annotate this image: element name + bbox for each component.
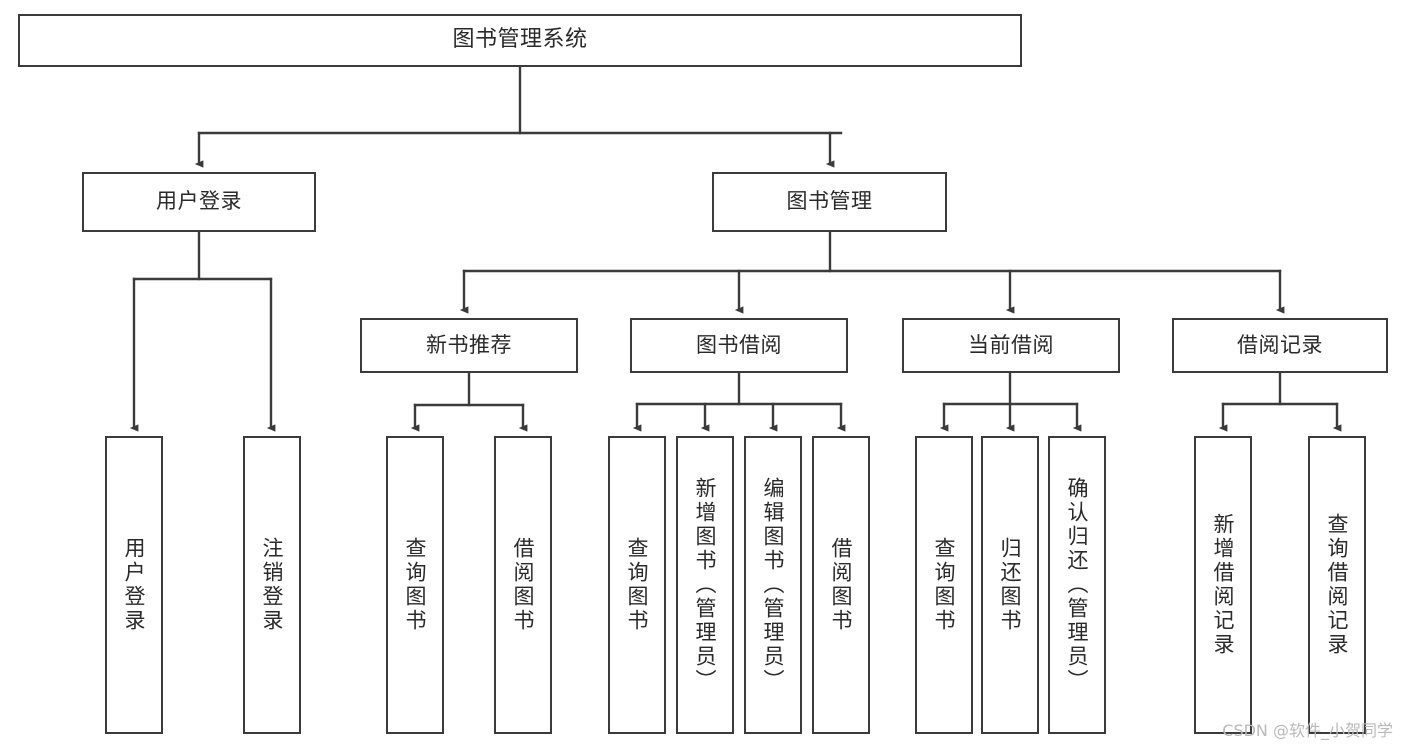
node-current-borrow[interactable]: 当前借阅 [902, 318, 1120, 373]
node-borrow-record-label: 借阅记录 [1237, 332, 1323, 357]
node-leaf-user-login-label: 用户登录 [122, 537, 147, 633]
node-leaf-add-record[interactable]: 新增借阅记录 [1194, 436, 1252, 734]
node-user-login[interactable]: 用户登录 [82, 172, 316, 232]
node-book-borrow-label: 图书借阅 [696, 332, 782, 357]
node-leaf-query-book-2[interactable]: 查询图书 [608, 436, 666, 734]
node-user-login-label: 用户登录 [156, 189, 242, 214]
node-leaf-confirm-return-label: 确认归还（管理员） [1065, 477, 1090, 693]
node-leaf-return-book-label: 归还图书 [998, 537, 1023, 633]
node-leaf-query-book-3-label: 查询图书 [932, 537, 957, 633]
node-leaf-query-book-2-label: 查询图书 [625, 537, 650, 633]
node-book-manage-label: 图书管理 [786, 189, 873, 214]
node-root[interactable]: 图书管理系统 [18, 14, 1022, 67]
node-root-label: 图书管理系统 [452, 27, 588, 53]
node-leaf-edit-book[interactable]: 编辑图书（管理员） [744, 436, 802, 734]
node-leaf-query-book-1[interactable]: 查询图书 [386, 436, 444, 734]
node-leaf-logout[interactable]: 注销登录 [243, 436, 301, 734]
node-leaf-return-book[interactable]: 归还图书 [981, 436, 1039, 734]
node-leaf-borrow-book-1[interactable]: 借阅图书 [494, 436, 552, 734]
node-current-borrow-label: 当前借阅 [968, 332, 1054, 357]
node-leaf-query-book-1-label: 查询图书 [403, 537, 428, 633]
node-leaf-add-record-label: 新增借阅记录 [1211, 513, 1236, 657]
node-leaf-add-book[interactable]: 新增图书（管理员） [676, 436, 734, 734]
node-leaf-logout-label: 注销登录 [260, 537, 285, 633]
node-new-book-rec-label: 新书推荐 [426, 332, 512, 357]
node-leaf-user-login[interactable]: 用户登录 [105, 436, 163, 734]
node-leaf-borrow-book-1-label: 借阅图书 [511, 537, 536, 633]
node-leaf-query-record-label: 查询借阅记录 [1325, 513, 1350, 657]
node-leaf-query-book-3[interactable]: 查询图书 [915, 436, 973, 734]
node-leaf-borrow-book-2[interactable]: 借阅图书 [812, 436, 870, 734]
node-leaf-borrow-book-2-label: 借阅图书 [829, 537, 854, 633]
node-book-borrow[interactable]: 图书借阅 [630, 318, 848, 373]
node-new-book-rec[interactable]: 新书推荐 [360, 318, 578, 373]
node-leaf-confirm-return[interactable]: 确认归还（管理员） [1048, 436, 1106, 734]
node-leaf-edit-book-label: 编辑图书（管理员） [761, 477, 786, 693]
watermark-text: CSDN @软件_小贺同学 [1222, 721, 1393, 740]
node-leaf-add-book-label: 新增图书（管理员） [693, 477, 718, 693]
node-borrow-record[interactable]: 借阅记录 [1172, 318, 1388, 373]
node-book-manage[interactable]: 图书管理 [712, 172, 947, 232]
node-leaf-query-record[interactable]: 查询借阅记录 [1308, 436, 1366, 734]
